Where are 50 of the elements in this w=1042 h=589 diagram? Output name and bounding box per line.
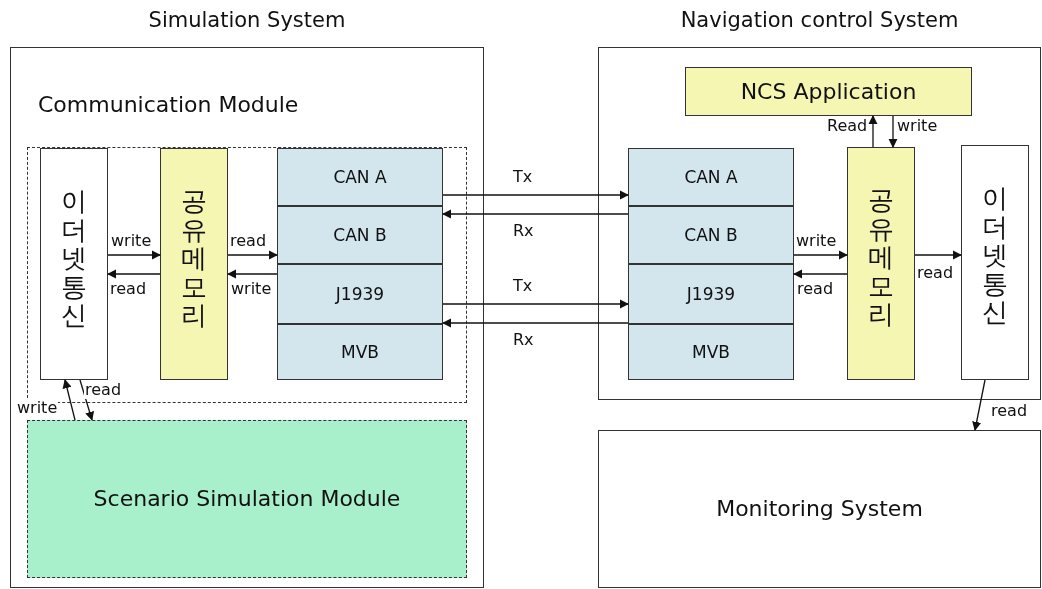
arrow: [227, 269, 278, 279]
arrow: [79, 379, 94, 421]
arrow: [888, 115, 898, 148]
interface-cell: [277, 264, 443, 324]
module-box: [847, 147, 915, 380]
module-box: [160, 148, 228, 380]
interface-cell: [628, 324, 794, 380]
module-box: [961, 145, 1029, 380]
arrow: [972, 379, 986, 431]
arrow: [62, 379, 76, 421]
interface-cell: [628, 264, 794, 324]
arrow: [868, 115, 878, 148]
module-label: 이더넷 통신: [61, 187, 87, 330]
module-box: [40, 148, 108, 380]
system-box: [598, 430, 1041, 588]
system-title: Navigation control System: [679, 8, 960, 32]
arrow: [442, 190, 629, 200]
module-label: 공유메모리: [868, 186, 894, 329]
arrow: [793, 250, 848, 260]
arrow: [442, 209, 629, 219]
arrow: [227, 250, 278, 260]
module-label: Monitoring System: [715, 494, 924, 523]
interface-cell: [277, 206, 443, 264]
interface-cell: [628, 148, 794, 206]
module-label: Scenario Simulation Module: [92, 484, 402, 513]
module-title: Communication Module: [38, 92, 299, 117]
arrow: [107, 250, 161, 260]
interface-label: MVB: [691, 340, 731, 364]
arrow: [914, 250, 962, 260]
interface-label: CAN A: [683, 165, 739, 189]
interface-label: CAN B: [332, 223, 388, 247]
arrow: [793, 269, 848, 279]
interface-label: J1939: [334, 282, 386, 306]
edge-label: read: [84, 381, 123, 399]
interface-label: MVB: [340, 340, 380, 364]
interface-cell: [277, 148, 443, 206]
arrow: [442, 318, 629, 328]
interface-cell: [628, 206, 794, 264]
application-box: [685, 67, 972, 116]
arrow: [107, 269, 161, 279]
interface-label: J1939: [685, 282, 737, 306]
module-label: NCS Application: [739, 77, 918, 106]
module-label: 이더넷 통신: [982, 184, 1008, 327]
interface-label: CAN B: [683, 223, 739, 247]
interface-label: CAN A: [332, 165, 388, 189]
interface-cell: [277, 324, 443, 380]
module-label: 공유메모리: [181, 187, 207, 330]
module-box: [27, 420, 467, 578]
system-title: Simulation System: [147, 8, 347, 32]
arrow: [442, 299, 629, 309]
